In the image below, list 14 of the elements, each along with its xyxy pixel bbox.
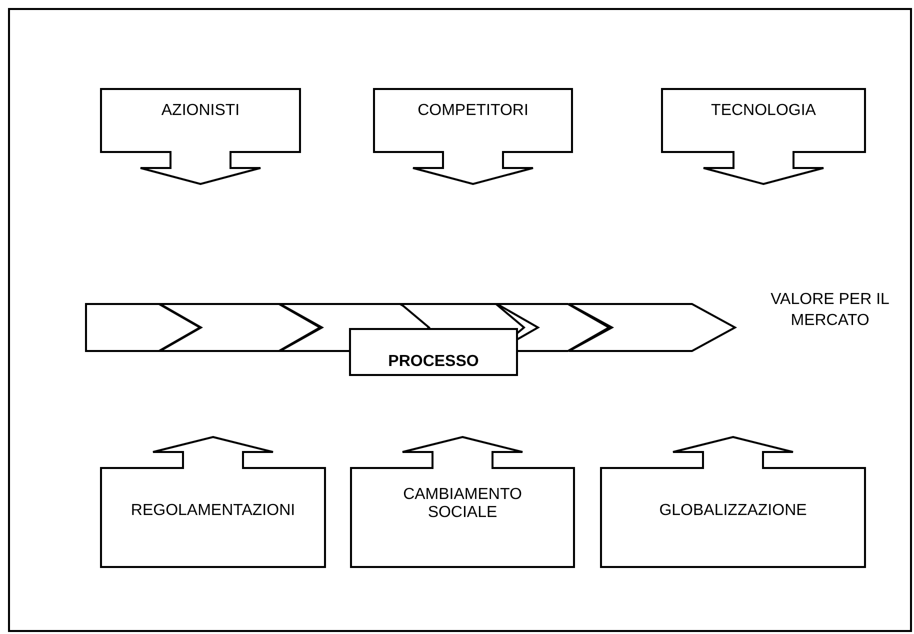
callout-arrow-box (100, 436, 326, 568)
callout-arrow-box (373, 88, 573, 184)
process-box: PROCESSO (349, 328, 518, 376)
box-label: REGOLAMENTAZIONI (130, 502, 296, 519)
callout-arrow-box (350, 436, 575, 568)
box-label: GLOBALIZZAZIONE (659, 502, 807, 519)
callout-arrow-box (661, 88, 866, 184)
callout-arrow-box (100, 88, 301, 184)
output-label: VALORE PER IL MERCATO (770, 290, 890, 331)
box-label: CAMBIAMENTO SOCIALE (403, 486, 522, 522)
box-label: AZIONISTI (161, 102, 240, 119)
box-label: TECNOLOGIA (711, 102, 816, 119)
box-label: COMPETITORI (418, 102, 528, 119)
callout-arrow-box (600, 436, 866, 568)
